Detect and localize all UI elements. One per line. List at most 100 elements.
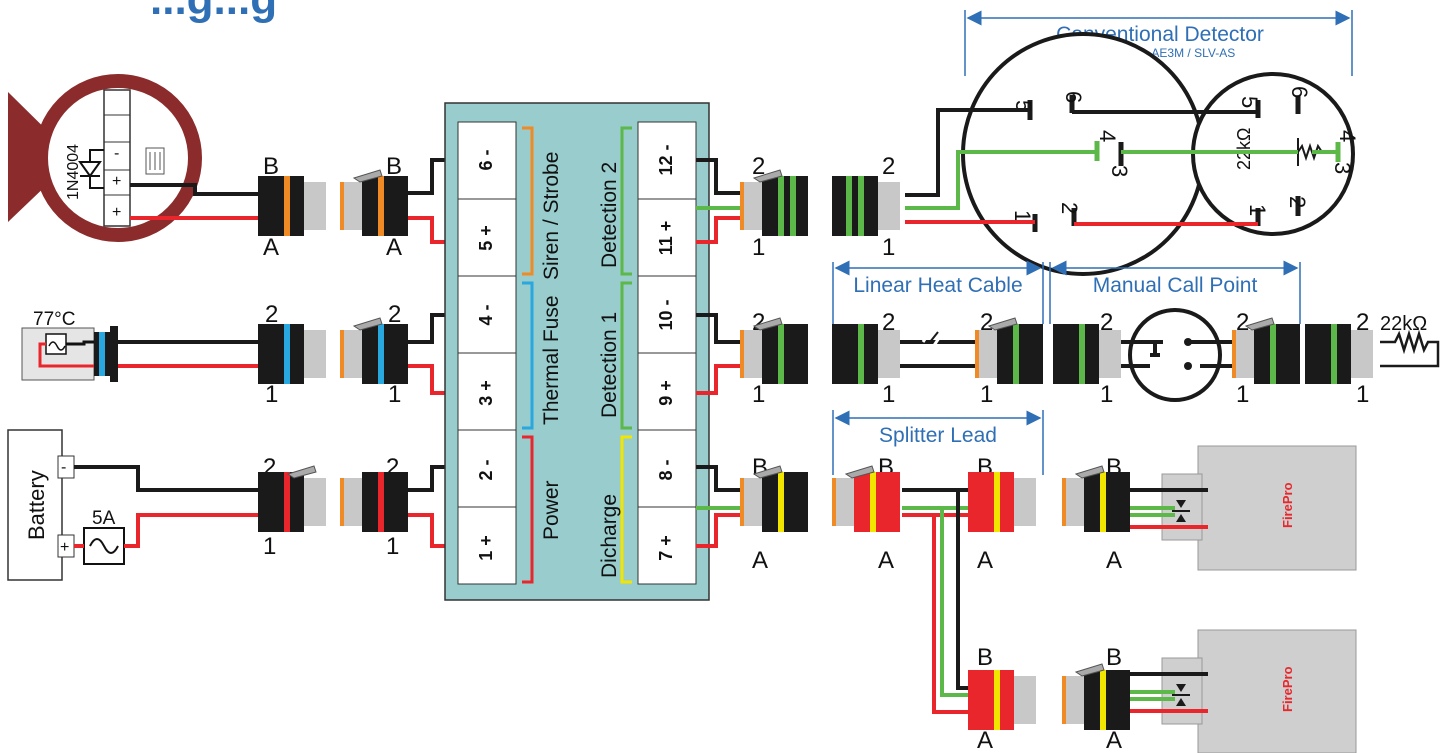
det2-pin-2: 2 — [1285, 196, 1310, 208]
firepro-unit-1: FirePro — [1161, 445, 1357, 571]
connector-band — [284, 176, 290, 236]
det1-pin-4: 4 — [1095, 130, 1120, 142]
section-manual-call: Manual Call Point — [1093, 274, 1258, 297]
terminal-label-7: 7 + — [656, 535, 676, 561]
det2-pin-1: 1 — [1245, 204, 1270, 216]
connector-body — [832, 324, 878, 384]
conn-label-a: A — [386, 234, 402, 261]
diode-label: 1N4004 — [65, 144, 82, 200]
conn-label-2: 2 — [882, 309, 895, 336]
connector-band — [284, 472, 290, 532]
conn-label-1: 1 — [1100, 381, 1113, 408]
connector-band — [778, 324, 784, 384]
manual-call-point-icon — [1128, 308, 1222, 402]
group-detection-1: Detection 1 — [598, 312, 621, 418]
conn-label-a: A — [752, 547, 768, 574]
connector-body — [762, 324, 808, 384]
detector-resistor: 22kΩ — [1234, 128, 1254, 170]
conn-label-1: 1 — [263, 533, 276, 560]
connector-band — [1100, 472, 1106, 532]
connector-latch — [752, 317, 783, 331]
connector-tip — [1014, 676, 1036, 724]
connector-body — [968, 670, 1014, 730]
connector-tip — [344, 330, 362, 378]
connector-body — [1305, 324, 1351, 384]
connector-band — [846, 176, 852, 236]
connector-tip — [304, 182, 326, 230]
conn-label-a: A — [977, 727, 993, 753]
siren-pin-plus-a: + — [112, 173, 121, 190]
connector-band — [790, 176, 796, 236]
connector-band — [858, 176, 864, 236]
connector-band — [378, 324, 384, 384]
connector-latch — [352, 169, 383, 183]
conn-label-1: 1 — [882, 234, 895, 261]
connector-body — [362, 472, 408, 532]
battery-plus: + — [60, 539, 69, 556]
conn-label-1: 1 — [388, 381, 401, 408]
connector-body — [968, 472, 1014, 532]
connector-latch — [752, 169, 783, 183]
conn-label-1: 1 — [1356, 381, 1369, 408]
connector-body — [997, 324, 1043, 384]
section-splitter: Splitter Lead — [879, 424, 997, 447]
terminal-label-4: 4 - — [476, 304, 496, 325]
connector-tip — [1066, 478, 1084, 526]
conn-label-1: 1 — [386, 533, 399, 560]
siren-pin-plus-b: + — [112, 204, 121, 221]
group-power: Power — [540, 480, 563, 540]
connector-band — [994, 472, 1000, 532]
connector-edge — [740, 478, 744, 526]
connector-body — [762, 472, 808, 532]
group-siren-strobe: Siren / Strobe — [540, 152, 563, 280]
battery-device: Battery - + 5A — [7, 429, 125, 581]
connector-band — [1331, 324, 1337, 384]
terminal-label-1: 1 + — [476, 535, 496, 561]
page-title-partial: ...g...g — [150, 0, 277, 24]
battery-minus: - — [61, 459, 66, 476]
terminal-label-3: 3 + — [476, 380, 496, 406]
connector-latch — [844, 465, 875, 479]
conn-label-2: 2 — [1100, 309, 1113, 336]
connector-edge — [1062, 676, 1066, 724]
connector-edge — [1062, 478, 1066, 526]
connector-tip — [1099, 330, 1121, 378]
connector-latch — [752, 465, 783, 479]
siren-pin-minus: - — [114, 145, 119, 162]
connector-tip — [1066, 676, 1084, 724]
det1-pin-1: 1 — [1010, 210, 1035, 222]
group-detection-2: Detection 2 — [598, 162, 621, 268]
fuse-5a-icon — [89, 538, 119, 554]
connector-latch — [352, 317, 383, 331]
connector-band — [1079, 324, 1085, 384]
terminal-label-2: 2 - — [476, 459, 496, 480]
connector-tip — [979, 330, 997, 378]
section-linear-heat: Linear Heat Cable — [853, 274, 1022, 297]
conn-label-1: 1 — [752, 234, 765, 261]
connector-body — [258, 472, 304, 532]
connector-body — [762, 176, 808, 236]
conn-label-b: B — [977, 644, 993, 671]
connector-band — [1100, 670, 1106, 730]
connector-body — [258, 324, 304, 384]
terminal-label-11: 11 + — [656, 221, 676, 256]
connector-band — [378, 176, 384, 236]
connector-band — [378, 472, 384, 532]
conn-label-2: 2 — [980, 309, 993, 336]
connector-latch — [1244, 317, 1275, 331]
conn-label-1: 1 — [882, 381, 895, 408]
connector-tip — [744, 182, 762, 230]
group-discharge: Dicharge — [598, 494, 621, 578]
connector-tip — [744, 330, 762, 378]
connector-body — [854, 472, 900, 532]
connector-edge — [340, 478, 344, 526]
connector-body — [1254, 324, 1300, 384]
resistor-icon — [1297, 142, 1323, 162]
det2-pin-3: 3 — [1330, 162, 1355, 174]
terminal-label-12: 12 - — [656, 144, 676, 175]
det1-pin-6: 6 — [1061, 91, 1086, 103]
det2-pin-5: 5 — [1237, 96, 1262, 108]
conn-label-a: A — [878, 547, 894, 574]
conn-label-a: A — [263, 234, 279, 261]
